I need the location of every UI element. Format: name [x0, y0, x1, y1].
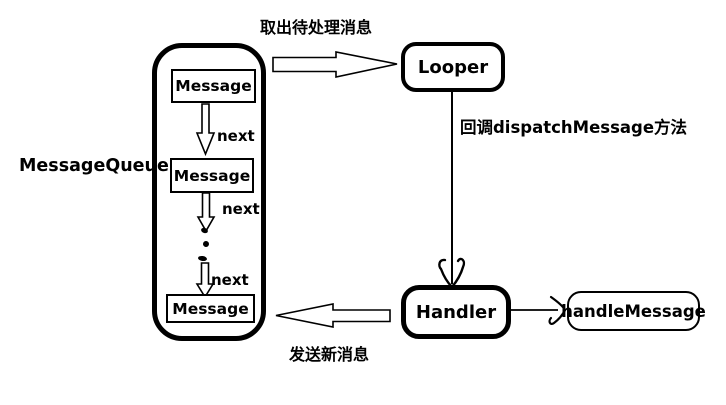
next-arrow-1	[195, 103, 216, 157]
handle-arrowhead	[548, 295, 567, 325]
handle-message-node: handleMessage	[561, 291, 706, 331]
message-node-label: Message	[173, 166, 251, 185]
message-node-3: Message	[166, 294, 255, 323]
dispatch-message-label: 回调dispatchMessage方法	[460, 118, 688, 137]
send-message-arrow	[275, 303, 391, 328]
handler-node: Handler	[401, 285, 511, 339]
next-arrow-2	[196, 192, 216, 233]
message-node-1: Message	[171, 69, 256, 103]
message-queue-container	[152, 43, 266, 341]
looper-node: Looper	[401, 42, 505, 92]
message-node-2: Message	[170, 158, 254, 193]
message-node-label: Message	[172, 299, 249, 318]
message-node-label: Message	[175, 77, 252, 95]
handle-message-node-label: handleMessage	[561, 301, 706, 321]
fetch-message-arrow	[272, 51, 398, 78]
next-label-3: next	[211, 271, 249, 289]
looper-node-label: Looper	[417, 56, 489, 78]
next-label-1: next	[217, 127, 255, 145]
send-message-label: 发送新消息	[289, 345, 370, 364]
next-arrow-3	[195, 262, 215, 299]
next-label-2: next	[222, 200, 260, 218]
fetch-message-label: 取出待处理消息	[260, 18, 373, 37]
handler-node-label: Handler	[415, 301, 497, 323]
message-queue-title: MessageQueue	[19, 156, 169, 176]
